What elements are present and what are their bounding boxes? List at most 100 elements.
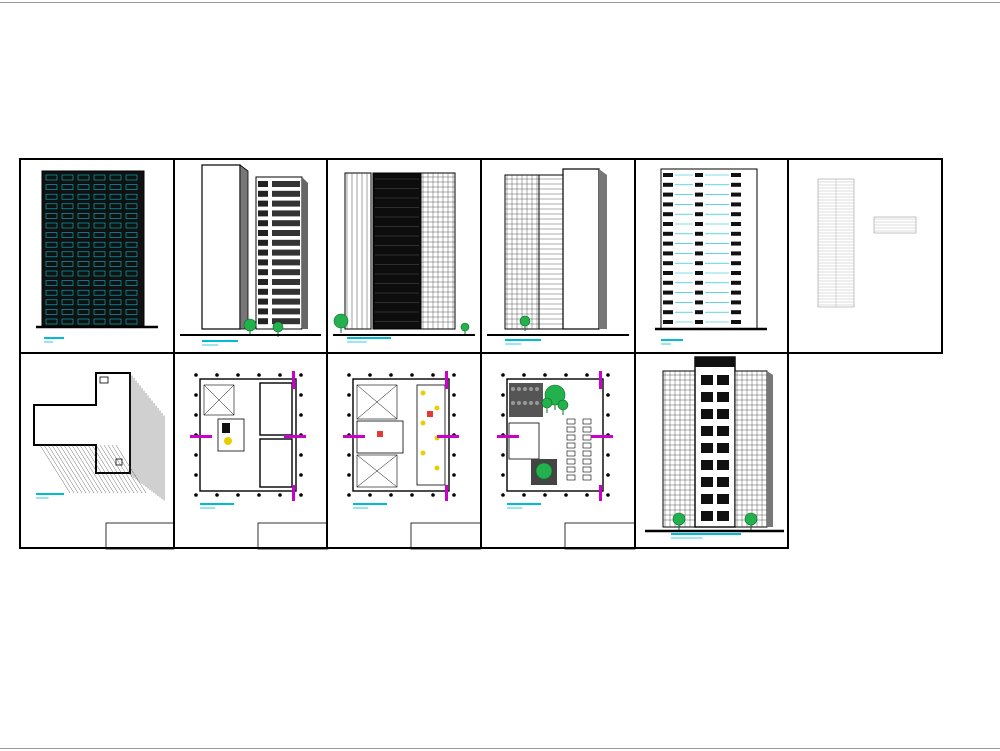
- column-dot: [543, 373, 547, 377]
- room-upper-right: [259, 382, 293, 436]
- stair-block: [222, 423, 230, 433]
- balcony-slab: [695, 212, 703, 217]
- balcony-slab: [731, 280, 741, 285]
- window-cell: [93, 174, 106, 181]
- section-cut-marker: [292, 485, 295, 501]
- parking-car: [582, 450, 592, 457]
- window-band: [272, 298, 300, 305]
- window-cell: [61, 270, 74, 277]
- garden-dot: [529, 401, 533, 405]
- window-cell: [45, 280, 58, 286]
- window-block: [258, 181, 268, 187]
- column-dot: [347, 453, 351, 457]
- balcony-slab: [695, 241, 703, 246]
- tower-core-grid: [538, 174, 564, 330]
- tower-left: [344, 172, 372, 330]
- tower-cap: [695, 357, 735, 367]
- window-cell: [109, 280, 122, 286]
- title-bar-annotation: [36, 493, 64, 495]
- title-bar-annotation: [661, 339, 683, 341]
- garden-dot: [517, 401, 521, 405]
- window-cell: [61, 241, 74, 248]
- window-cell: [93, 289, 106, 296]
- window-cell: [93, 184, 106, 190]
- balcony-slab: [731, 182, 741, 187]
- window-cell: [61, 203, 74, 210]
- window-cell: [77, 241, 90, 248]
- balcony-slab: [731, 251, 741, 256]
- window-cell: [77, 232, 90, 238]
- column-dot: [501, 473, 505, 477]
- tower-center-dark: [372, 172, 422, 330]
- window-band: [272, 308, 300, 315]
- title-bar-annotation: [202, 340, 238, 342]
- column-dot: [389, 373, 393, 377]
- window-cell: [109, 289, 122, 296]
- window-block: [717, 375, 729, 385]
- column-dot: [606, 393, 610, 397]
- window-cell: [77, 289, 90, 296]
- window-block: [258, 190, 268, 197]
- window-cell: [45, 241, 58, 248]
- window-block: [701, 409, 713, 419]
- garden-dot: [523, 401, 527, 405]
- window-band: [272, 249, 300, 256]
- window-cell: [93, 280, 106, 286]
- window-cell: [125, 222, 138, 229]
- window-cell: [93, 193, 106, 200]
- balcony-slab: [663, 231, 673, 236]
- column-dot: [606, 493, 610, 497]
- column-dot: [543, 493, 547, 497]
- window-cell: [125, 251, 138, 258]
- window-cell: [109, 174, 122, 181]
- sheet-3: [326, 158, 482, 354]
- window-cell: [45, 299, 58, 306]
- accent-mark: [427, 411, 433, 417]
- garden-dot: [529, 387, 533, 391]
- column-dot: [606, 453, 610, 457]
- window-cell: [93, 270, 106, 277]
- tower-shadow: [239, 164, 249, 330]
- column-dot: [299, 473, 303, 477]
- core: [217, 418, 245, 452]
- window-block: [258, 239, 268, 246]
- furniture-mark: [224, 437, 232, 445]
- column-dot: [194, 453, 198, 457]
- balcony-slab: [663, 261, 673, 266]
- window-block: [258, 210, 268, 217]
- parking-car: [566, 442, 576, 449]
- column-dot: [299, 493, 303, 497]
- window-cell: [109, 193, 122, 200]
- garden-dot: [517, 387, 521, 391]
- sheet-11: [634, 352, 789, 549]
- section-cut-marker: [599, 485, 602, 501]
- balcony-slab: [663, 173, 673, 177]
- window-cell: [77, 222, 90, 229]
- window-band: [272, 269, 300, 276]
- window-cell: [77, 184, 90, 190]
- window-cell: [109, 261, 122, 267]
- window-cell: [77, 174, 90, 181]
- window-block: [258, 288, 268, 295]
- window-cell: [109, 213, 122, 219]
- tree-symbol: [672, 512, 686, 526]
- furniture-mark: [420, 390, 426, 396]
- window-cell: [93, 213, 106, 219]
- column-dot: [522, 373, 526, 377]
- building-mass: [41, 170, 145, 328]
- tree-symbol: [243, 318, 257, 332]
- balcony-slab: [695, 231, 703, 236]
- section-cut-marker: [445, 371, 448, 389]
- window-block: [717, 392, 729, 402]
- window-cell: [45, 251, 58, 258]
- furniture-mark: [434, 465, 440, 471]
- window-cell: [45, 222, 58, 229]
- window-cell: [61, 318, 74, 325]
- window-cell: [109, 184, 122, 190]
- window-cell: [77, 213, 90, 219]
- window-cell: [77, 203, 90, 210]
- parking-car: [582, 426, 592, 433]
- window-cell: [109, 251, 122, 258]
- balcony-slab: [695, 290, 703, 295]
- window-block: [258, 220, 268, 227]
